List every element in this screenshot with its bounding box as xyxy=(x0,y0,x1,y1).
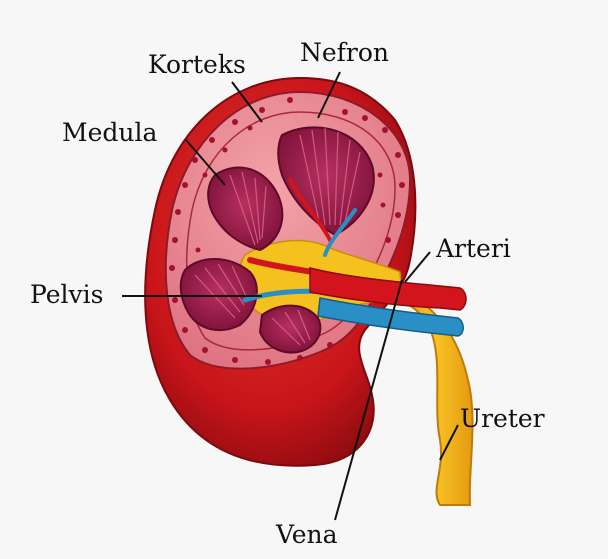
label-nefron: Nefron xyxy=(300,40,389,65)
label-vena: Vena xyxy=(276,522,338,547)
label-ureter: Ureter xyxy=(460,406,545,431)
label-pelvis: Pelvis xyxy=(30,282,103,307)
label-arteri: Arteri xyxy=(436,236,511,261)
label-medula: Medula xyxy=(62,120,157,145)
label-korteks: Korteks xyxy=(148,52,246,77)
